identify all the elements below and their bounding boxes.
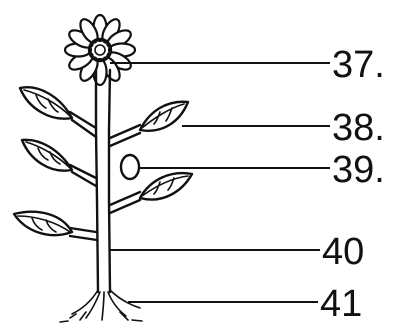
flower [65,15,135,85]
branch-low-left [70,228,96,232]
bud [121,155,139,179]
leaves [14,87,192,235]
leaf-mid-right [140,173,192,199]
leader-lines [110,63,330,302]
roots [60,290,142,322]
leaf-upper-right [140,102,188,131]
branch-mid-left-lower [72,172,96,186]
branch-mid-left [70,165,96,178]
leaf-upper-left [20,87,72,118]
branch-low-left-lower [70,236,97,240]
label-40: 40 [322,231,364,273]
stem-left-edge [96,70,98,292]
label-38: 38. [332,107,385,149]
stem-right-edge [109,70,110,292]
leaf-mid-left [22,140,72,171]
stem [96,70,110,292]
label-39: 39. [332,149,385,191]
flower-center-inner [95,45,105,55]
label-41: 41 [320,283,362,325]
flower-petals [65,15,135,85]
leaf-low-left [14,212,72,235]
branch-upper-left-lower [72,120,96,137]
label-37: 37. [332,44,385,86]
branches [70,112,140,240]
number-labels: 37. 38. 39. 40 41 [320,44,385,325]
flower-center [89,39,111,61]
